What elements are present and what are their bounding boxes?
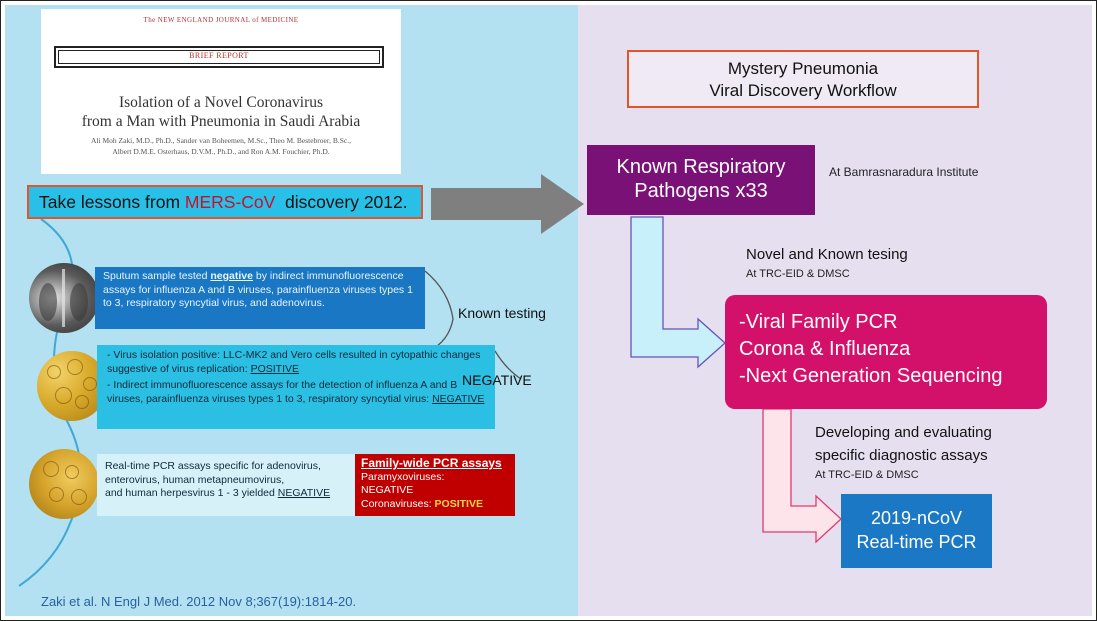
family-pcr-box: Family-wide PCR assays Paramyxoviruses: … <box>355 454 515 516</box>
nejm-title: Isolation of a Novel Coronavirus from a … <box>81 94 361 130</box>
negative-label: NEGATIVE <box>462 372 532 388</box>
known-testing-label: Known testing <box>458 305 546 321</box>
known-location: At Bamrasnaradura Institute <box>829 165 979 179</box>
negative-brace <box>494 350 522 380</box>
realtime-pcr-box: Real-time PCR assays specific for adenov… <box>97 454 355 516</box>
developing-location: At TRC-EID & DMSC <box>815 469 919 481</box>
arrow-to-ncov <box>762 408 842 544</box>
sputum-test-box: Sputum sample tested negative by indirec… <box>95 267 425 329</box>
nejm-clipping: The NEW ENGLAND JOURNAL of MEDICINE BRIE… <box>41 9 401 174</box>
citation: Zaki et al. N Engl J Med. 2012 Nov 8;367… <box>41 594 357 609</box>
cell-culture-image <box>37 351 107 421</box>
mers-cov-highlight: MERS-CoV <box>184 192 276 212</box>
known-testing-brace <box>424 270 454 352</box>
nejm-section-label: BRIEF REPORT <box>189 51 249 60</box>
nejm-section-frame <box>54 46 384 68</box>
lessons-box: Take lessons from MERS-CoV discovery 201… <box>27 185 423 219</box>
ncov-pcr-box: 2019-nCoV Real-time PCR <box>841 494 992 568</box>
workflow-title: Mystery Pneumonia Viral Discovery Workfl… <box>627 50 979 108</box>
nejm-journal-name: The NEW ENGLAND JOURNAL of MEDICINE <box>143 16 299 24</box>
pcr-sample-image <box>29 449 99 519</box>
novel-testing-label: Novel and Known tesing <box>746 246 908 263</box>
nejm-authors: Ali Moh Zaki, M.D., Ph.D., Sander van Bo… <box>91 136 351 156</box>
virus-isolation-box: - Virus isolation positive: LLC-MK2 and … <box>97 345 495 429</box>
chest-xray-image <box>29 263 99 333</box>
known-pathogens-box: Known Respiratory Pathogens x33 <box>587 145 815 215</box>
developing-label-line2: specific diagnostic assays <box>815 447 988 464</box>
viral-family-pcr-box: -Viral Family PCR Corona & Influenza -Ne… <box>725 295 1047 409</box>
arrow-to-pcr <box>630 216 726 369</box>
big-gray-arrow <box>431 174 584 234</box>
novel-testing-location: At TRC-EID & DMSC <box>746 268 850 280</box>
developing-label-line1: Developing and evaluating <box>815 424 992 441</box>
